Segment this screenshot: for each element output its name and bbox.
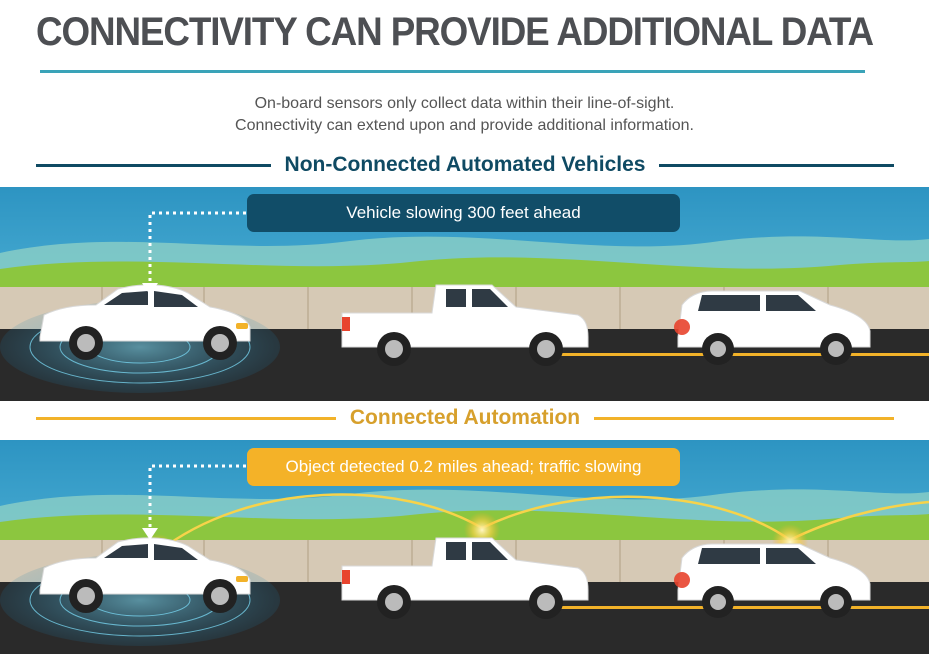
subtitle-line-2: Connectivity can extend upon and provide… xyxy=(235,117,694,134)
heading-rule-left xyxy=(36,163,271,167)
pickup-truck-icon xyxy=(341,284,589,366)
heading-rule-left xyxy=(36,416,336,420)
minivan-icon xyxy=(674,290,871,365)
connected-heading-label: Connected Automation xyxy=(349,406,581,429)
non-connected-callout: Vehicle slowing 300 feet ahead xyxy=(247,194,680,232)
non-connected-heading-label: Non-Connected Automated Vehicles xyxy=(284,153,646,176)
callout-connector xyxy=(142,464,246,540)
minivan-icon xyxy=(674,543,871,618)
sedan-icon xyxy=(39,284,251,360)
non-connected-heading: Non-Connected Automated Vehicles xyxy=(36,153,894,177)
title-underline xyxy=(40,70,865,73)
road-lane-line xyxy=(560,353,929,356)
connected-illustration xyxy=(0,440,929,654)
heading-rule-right xyxy=(659,163,894,167)
connected-callout: Object detected 0.2 miles ahead; traffic… xyxy=(247,448,680,486)
connected-heading: Connected Automation xyxy=(36,406,894,430)
pickup-truck-icon xyxy=(341,537,589,619)
page-title: CONNECTIVITY CAN PROVIDE ADDITIONAL DATA xyxy=(36,10,874,54)
road-lane-line xyxy=(560,606,929,609)
heading-rule-right xyxy=(594,416,894,420)
subtitle-line-1: On-board sensors only collect data withi… xyxy=(254,95,675,112)
callout-connector xyxy=(142,211,246,295)
sedan-icon xyxy=(39,537,251,613)
connected-scene xyxy=(0,440,929,654)
